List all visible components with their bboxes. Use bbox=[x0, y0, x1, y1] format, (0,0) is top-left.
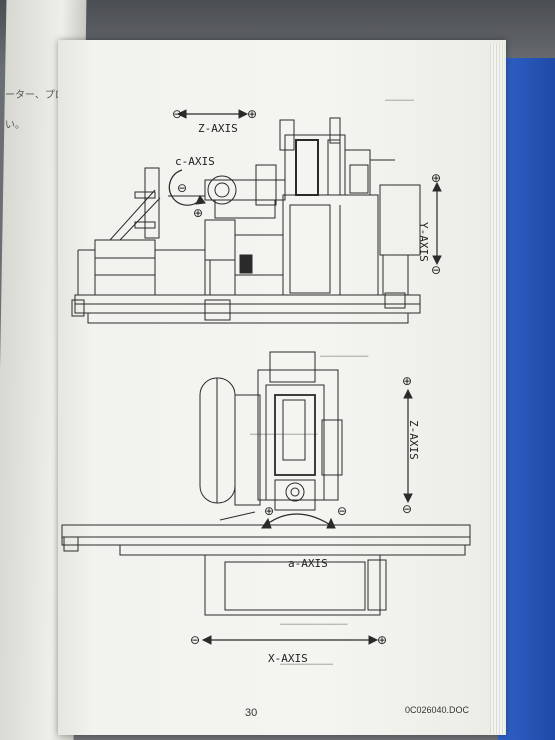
document-code: 0C026040.DOC bbox=[405, 705, 470, 715]
bleed-through-text: ━━━━━━━━━━━━━━ bbox=[250, 430, 318, 439]
minus-sign-icon: ⊖ bbox=[177, 181, 188, 195]
manual-page bbox=[58, 40, 506, 735]
bleed-through-text: ━━━━━━━━━━ bbox=[320, 352, 369, 361]
minus-sign-icon: ⊖ bbox=[337, 504, 348, 518]
minus-sign-icon: ⊖ bbox=[190, 633, 201, 647]
plus-sign-icon: ⊕ bbox=[431, 171, 442, 185]
front-view-drawing bbox=[61, 351, 471, 645]
plus-sign-icon: ⊕ bbox=[377, 633, 388, 647]
plus-sign-icon: ⊕ bbox=[402, 374, 413, 388]
minus-sign-icon: ⊖ bbox=[172, 107, 183, 121]
bleed-through-text: ━━━━━━ bbox=[385, 96, 414, 105]
page-stack-edge bbox=[490, 44, 504, 734]
a-axis-label: a-AXIS bbox=[288, 557, 328, 570]
y-axis-label: Y-AXIS bbox=[417, 222, 430, 262]
blue-binder bbox=[498, 58, 555, 740]
minus-sign-icon: ⊖ bbox=[431, 263, 442, 277]
z-axis-label-front: Z-AXIS bbox=[407, 420, 420, 460]
bleed-through-text: ━━━━━━━━━━━ bbox=[280, 660, 333, 669]
page-number: 30 bbox=[245, 707, 258, 719]
z-axis-label: Z-AXIS bbox=[198, 122, 238, 135]
left-page-text-1: ーター、プログラ bbox=[5, 90, 85, 101]
x-axis-label: X-AXIS bbox=[268, 652, 308, 665]
plus-sign-icon: ⊕ bbox=[264, 504, 275, 518]
plus-sign-icon: ⊕ bbox=[247, 107, 258, 121]
bleed-through-text: ━━━━━━━━━━━━━━ bbox=[280, 620, 348, 629]
plus-sign-icon: ⊕ bbox=[193, 206, 204, 220]
side-view-drawing bbox=[71, 109, 442, 324]
left-page-text-2: い。 bbox=[5, 120, 25, 131]
c-axis-label: c-AXIS bbox=[175, 155, 215, 168]
minus-sign-icon: ⊖ bbox=[402, 502, 413, 516]
